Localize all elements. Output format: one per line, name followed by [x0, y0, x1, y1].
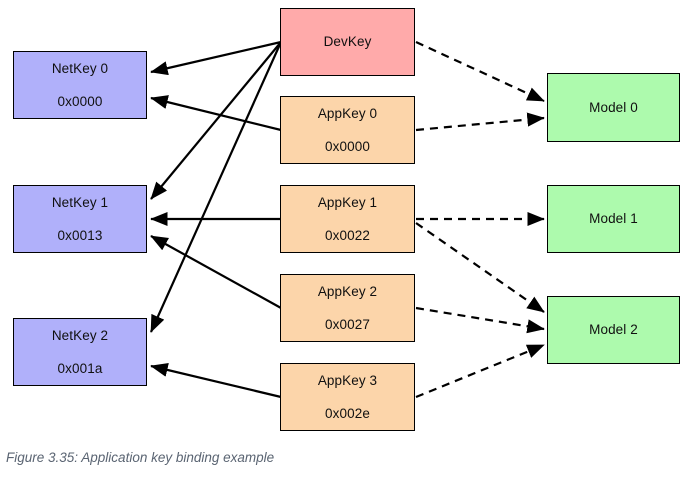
edge-appkey0-to-netkey0 — [150, 95, 282, 132]
node-title-appkey0: AppKey 0 — [317, 105, 378, 121]
node-netkey2[interactable]: NetKey 2 0x001a — [13, 318, 147, 386]
edge-devkey-to-netkey0 — [150, 40, 282, 76]
node-title-model0: Model 0 — [589, 99, 638, 115]
node-title-devkey: DevKey — [323, 34, 372, 50]
edge-devkey-to-netkey1 — [150, 41, 282, 200]
edge-appkey2-to-netkey1 — [150, 235, 282, 309]
edge-appkey0-to-model0 — [415, 112, 545, 132]
node-value-netkey2: 0x001a — [57, 360, 103, 376]
node-title-model2: Model 2 — [589, 322, 638, 338]
node-devkey[interactable]: DevKey — [280, 8, 415, 76]
node-value-appkey1: 0x0022 — [325, 227, 370, 243]
dashed-edge-group — [415, 41, 545, 399]
edge-appkey1-to-model2 — [415, 222, 545, 313]
node-value-netkey1: 0x0013 — [57, 227, 103, 243]
node-title-model1: Model 1 — [589, 211, 638, 227]
node-title-appkey2: AppKey 2 — [317, 283, 378, 299]
node-title-netkey0: NetKey 0 — [51, 60, 109, 76]
node-value-appkey2: 0x0027 — [325, 316, 370, 332]
node-netkey0[interactable]: NetKey 0 0x0000 — [13, 51, 147, 119]
node-value-netkey0: 0x0000 — [57, 93, 103, 109]
node-title-netkey2: NetKey 2 — [51, 327, 109, 343]
edge-appkey3-to-model2 — [415, 343, 545, 399]
node-appkey1[interactable]: AppKey 1 0x0022 — [280, 185, 415, 253]
node-appkey2[interactable]: AppKey 2 0x0027 — [280, 274, 415, 342]
node-appkey3[interactable]: AppKey 3 0x002e — [280, 363, 415, 431]
node-netkey1[interactable]: NetKey 1 0x0013 — [13, 185, 147, 253]
node-title-appkey1: AppKey 1 — [317, 194, 378, 210]
edge-appkey3-to-netkey2 — [150, 363, 282, 399]
node-model1[interactable]: Model 1 — [547, 185, 680, 253]
edge-appkey2-to-model2 — [415, 306, 545, 334]
node-value-appkey0: 0x0000 — [325, 138, 370, 154]
node-value-appkey3: 0x002e — [325, 405, 370, 421]
node-model0[interactable]: Model 0 — [547, 73, 680, 142]
edge-devkey-to-model0 — [415, 41, 545, 102]
node-model2[interactable]: Model 2 — [547, 296, 680, 364]
solid-edge-group — [149, 40, 283, 399]
node-title-appkey3: AppKey 3 — [317, 372, 378, 388]
edge-devkey-to-netkey2 — [149, 41, 283, 333]
node-appkey0[interactable]: AppKey 0 0x0000 — [280, 96, 415, 164]
node-title-netkey1: NetKey 1 — [51, 194, 109, 210]
figure-caption: Figure 3.35: Application key binding exa… — [6, 450, 275, 465]
